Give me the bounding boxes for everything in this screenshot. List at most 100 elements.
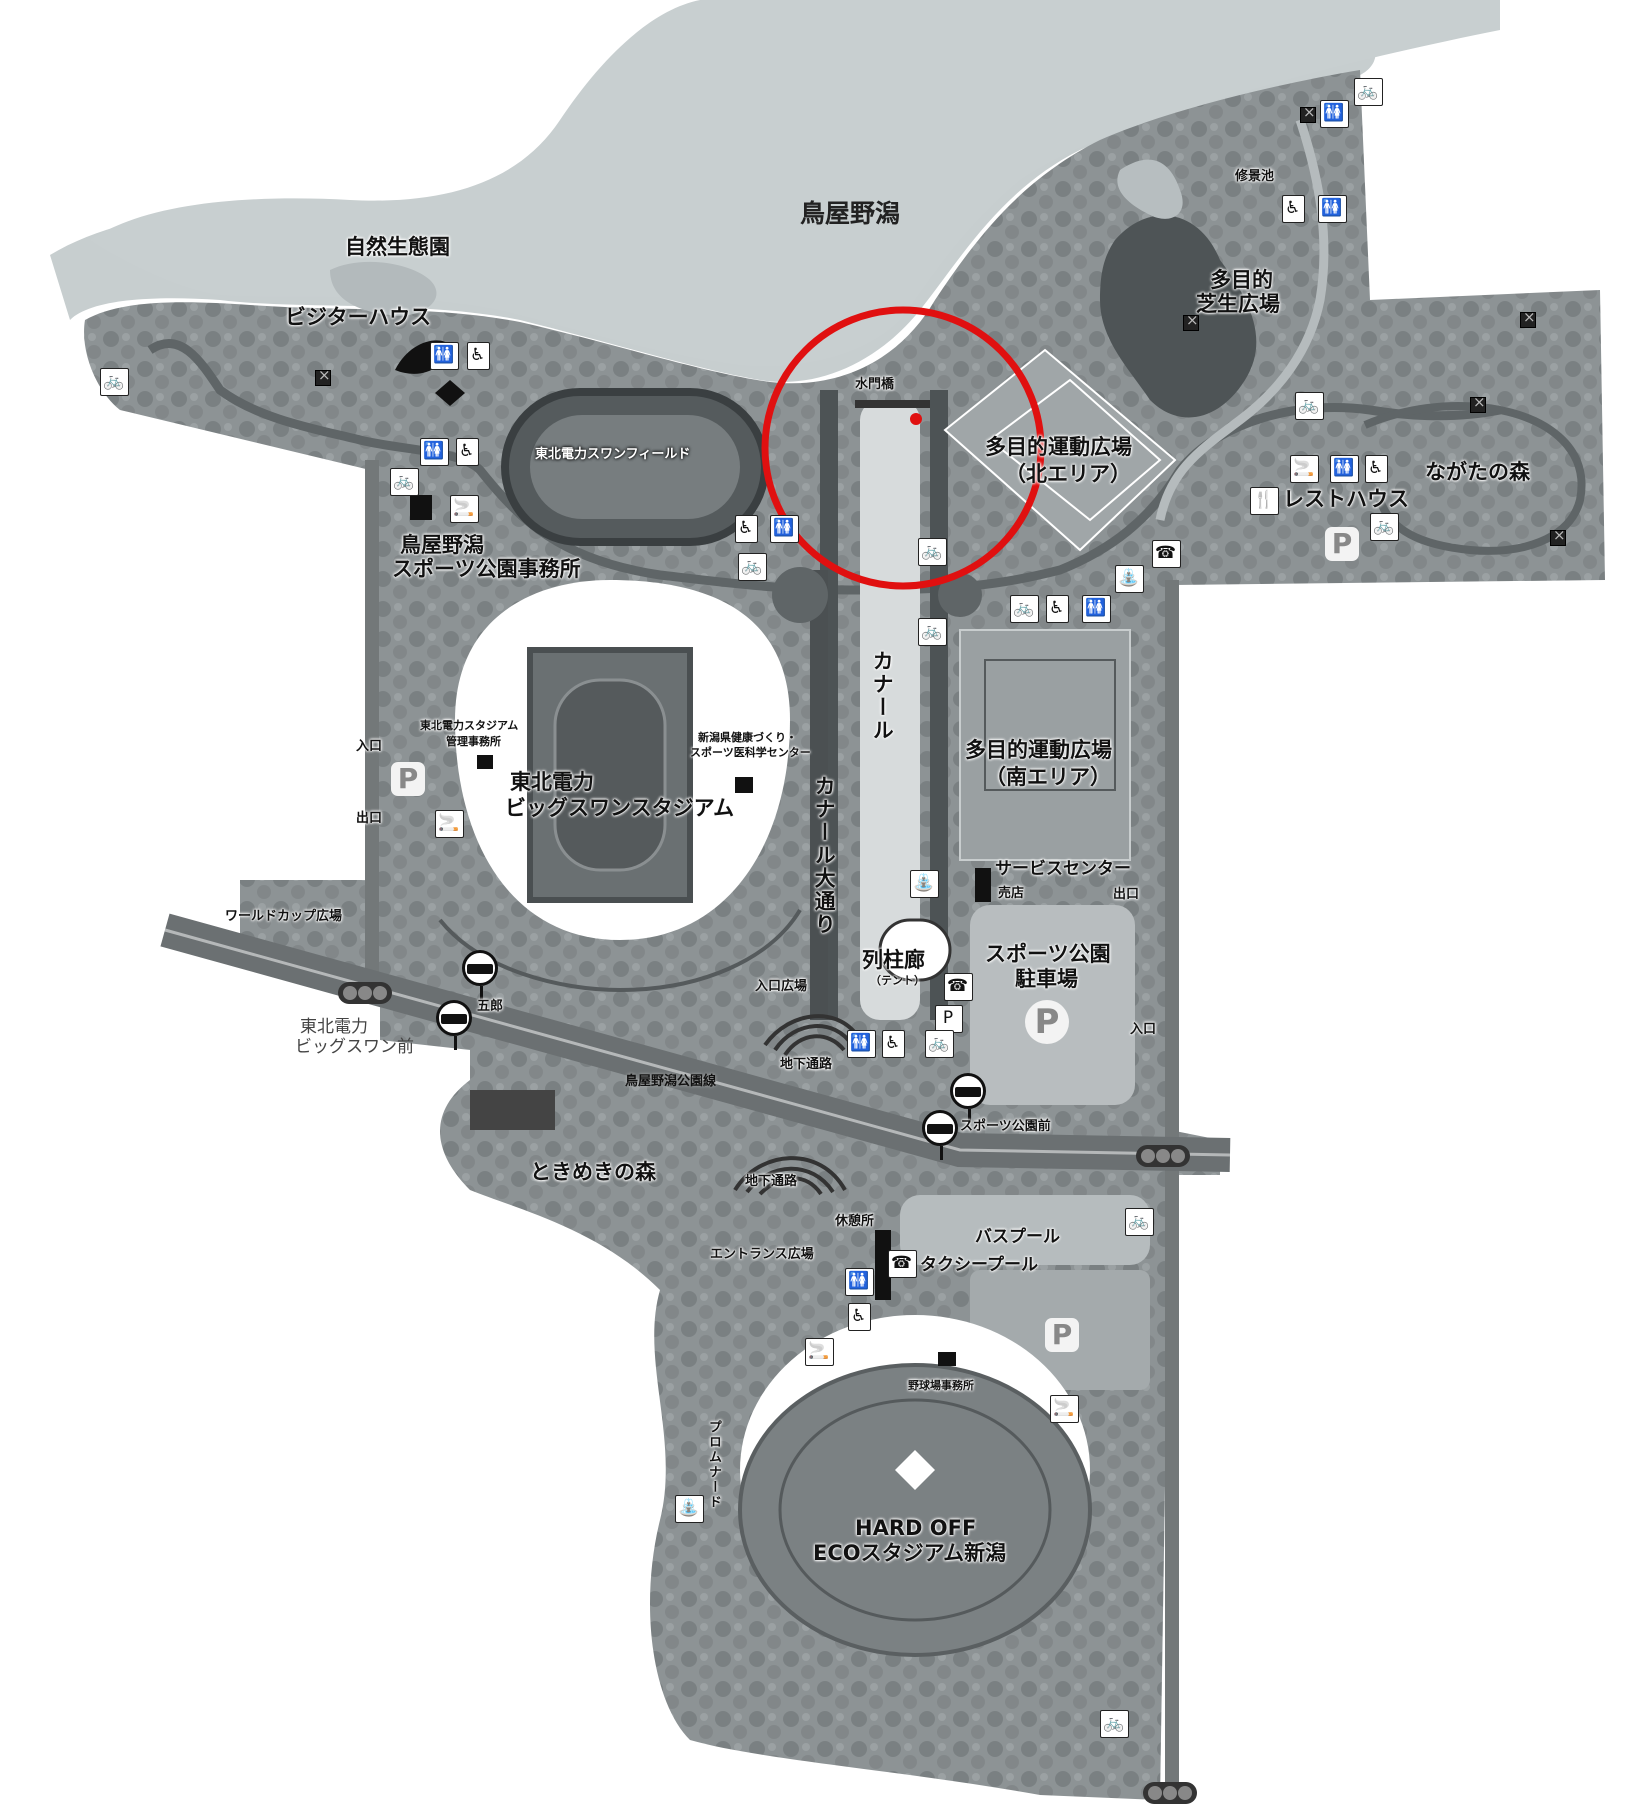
kyukei-label: 休憩所: [835, 1214, 875, 1229]
entrance-plaza-label: 入口広場: [755, 979, 808, 994]
smoking-icon: 🚬: [450, 495, 480, 523]
visitor-house-label: ビジターハウス: [285, 305, 432, 329]
toilet-icon: 🚻: [1318, 195, 1348, 223]
sports-parking-label-2: 駐車場: [1015, 967, 1078, 991]
fountain-icon: ⛲: [675, 1495, 705, 1523]
marker-x-4: [1520, 308, 1536, 328]
highlight-circle: [761, 306, 1045, 590]
nagata-forest-label: ながたの森: [1425, 460, 1530, 484]
health-center-label-2: スポーツ医科学センター: [690, 746, 811, 759]
hardoff-label-2: ECOスタジアム新潟: [813, 1541, 1007, 1565]
office-label-2: スポーツ公園事務所: [392, 557, 581, 581]
smoking-icon: 🚬: [1290, 455, 1320, 483]
office-building: [410, 495, 432, 520]
multi-north-label-1: 多目的運動広場: [985, 435, 1132, 459]
tent-label: （テント）: [870, 974, 925, 987]
lake-water-upper: [90, 0, 1500, 367]
tokimeki-label: ときめきの森: [530, 1160, 656, 1184]
bus-stop-w-label-2: ビッグスワン前: [295, 1037, 414, 1057]
stadium-office-label-2: 管理事務所: [446, 735, 501, 748]
lawn-label-1: 多目的: [1210, 268, 1273, 292]
big-swan-label-1: 東北電力: [510, 770, 594, 794]
underpass-arcs-1: [763, 1014, 862, 1057]
suimon-bridge: [855, 400, 930, 408]
hardoff-diamond: [895, 1450, 935, 1490]
multi-south-label-2: （南エリア）: [985, 765, 1111, 789]
toilet-icon: 🚻: [847, 1030, 877, 1058]
exit-w-label: 出口: [356, 811, 383, 826]
wheelchair-icon: ♿: [735, 515, 759, 543]
exit-e-label: 出口: [1113, 887, 1140, 902]
health-center-label-1: 新潟県健康づくり・: [698, 731, 797, 744]
smoking-icon: 🚬: [1050, 1395, 1080, 1423]
wheelchair-icon: ♿: [882, 1030, 906, 1058]
wheelchair-icon: ♿: [1046, 595, 1070, 623]
restaurant-icon: 🍴: [1250, 487, 1280, 515]
shop-label: 売店: [998, 886, 1025, 901]
entrance-e-label: 入口: [1130, 1022, 1157, 1037]
lake-label: 鳥屋野潟: [800, 199, 901, 228]
highlight-dot: [910, 413, 922, 425]
parking-icon: P: [391, 762, 425, 796]
toilet-icon: 🚻: [1330, 455, 1360, 483]
bicycle-icon: 🚲: [390, 468, 420, 496]
traffic-signal-icon: [338, 982, 392, 1004]
lawn-label-2: 芝生広場: [1196, 292, 1280, 316]
bus-stop-w-label-1: 東北電力: [300, 1017, 368, 1037]
bicycle-icon: 🚲: [1100, 1710, 1130, 1738]
sports-parking-label-1: スポーツ公園: [985, 942, 1111, 966]
smoking-icon: 🚬: [805, 1338, 835, 1366]
toilet-icon: 🚻: [845, 1268, 875, 1296]
shugeichi-label: 修景池: [1235, 169, 1275, 184]
promenade-label: プロムナード: [705, 1420, 721, 1510]
baseball-office-building: [938, 1352, 956, 1366]
health-center-building: [735, 777, 753, 793]
multi-south-label-1: 多目的運動広場: [965, 738, 1112, 762]
parking-icon: P: [935, 1005, 963, 1033]
bus-stop-icon: [950, 1073, 986, 1123]
nature-pond: [330, 261, 437, 316]
bicycle-icon: 🚲: [738, 553, 768, 581]
bicycle-icon: 🚲: [918, 538, 948, 566]
wheelchair-icon: ♿: [1282, 195, 1306, 223]
kyukei-building: [875, 1230, 891, 1300]
big-swan-label-2: ビッグスワンスタジアム: [505, 796, 735, 820]
gorobe-label: 五郎: [477, 999, 504, 1014]
wheelchair-icon: ♿: [848, 1303, 872, 1331]
world-cup-label: ワールドカップ広場: [225, 909, 343, 924]
rest-house-label: レストハウス: [1283, 487, 1409, 511]
underpass-arcs-2: [733, 1156, 847, 1196]
swan-field-label: 東北電力スワンフィールド: [535, 447, 691, 462]
colonnade-arc: [878, 918, 952, 982]
fountain-icon: ⛲: [910, 870, 940, 898]
bus-pool-area: [900, 1195, 1150, 1265]
phone-icon: ☎: [888, 1250, 918, 1278]
service-center-building: [975, 868, 991, 902]
forest-loop: [1363, 402, 1586, 555]
nature-garden-label: 自然生態園: [345, 235, 450, 259]
canal-label: カナール: [870, 650, 895, 742]
stadium-office-label-1: 東北電力スタジアム: [420, 719, 519, 732]
canal-street-label: カナール大通り: [812, 775, 837, 936]
baseball-office-label: 野球場事務所: [908, 1379, 974, 1392]
colonnade-label: 列柱廊: [862, 948, 925, 972]
entrance-w-label: 入口: [356, 739, 383, 754]
wheelchair-icon: ♿: [467, 342, 491, 370]
wheelchair-icon: ♿: [456, 438, 480, 466]
road-label: 鳥屋野潟公園線: [625, 1074, 717, 1089]
bicycle-icon: 🚲: [1354, 78, 1384, 106]
marker-x-3: [1183, 311, 1199, 331]
stadium-office-building: [477, 755, 493, 769]
bicycle-icon: 🚲: [100, 368, 130, 396]
hardoff-seating: [738, 1363, 1092, 1657]
underpass-1-label: 地下通路: [780, 1057, 833, 1072]
marker-x-2: [1300, 103, 1316, 123]
bicycle-icon: 🚲: [1125, 1208, 1155, 1236]
canal-water: [860, 400, 920, 1020]
toilet-icon: 🚻: [1082, 595, 1112, 623]
bus-pool-label: バスプール: [975, 1227, 1060, 1247]
sports-park-mae-label: スポーツ公園前: [960, 1119, 1051, 1134]
bus-stop-icon: [436, 1000, 472, 1050]
bicycle-icon: 🚲: [1295, 392, 1325, 420]
canal-street-strip: [810, 570, 828, 1020]
